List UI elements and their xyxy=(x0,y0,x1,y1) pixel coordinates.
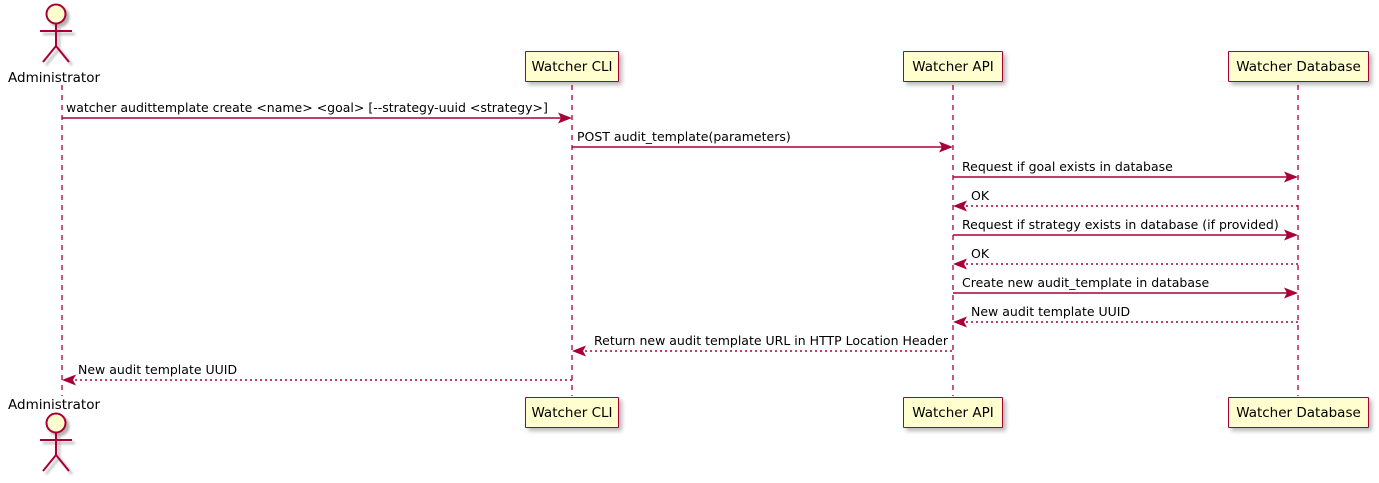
participant-label-watcher-cli-bottom: Watcher CLI xyxy=(531,404,613,421)
message-arrows xyxy=(62,112,1298,386)
participant-box-watcher-cli-top[interactable]: Watcher CLI xyxy=(525,51,619,82)
participant-label-watcher-api-top: Watcher API xyxy=(912,58,994,75)
participant-label-watcher-cli-top: Watcher CLI xyxy=(531,58,613,75)
actor-administrator-top xyxy=(40,3,72,63)
participant-box-watcher-database-top[interactable]: Watcher Database xyxy=(1228,51,1369,82)
message-arrow-9 xyxy=(572,345,952,357)
lifelines xyxy=(61,85,1299,396)
message-label-4: OK xyxy=(971,188,990,203)
actor-label-administrator-bottom: Administrator xyxy=(8,397,101,413)
participant-box-watcher-database-bottom[interactable]: Watcher Database xyxy=(1228,397,1369,428)
message-label-2: POST audit_template(parameters) xyxy=(577,129,791,144)
message-label-9: Return new audit template URL in HTTP Lo… xyxy=(594,333,948,348)
message-arrow-7 xyxy=(953,287,1298,299)
message-arrow-8 xyxy=(953,316,1298,328)
participant-box-watcher-api-top[interactable]: Watcher API xyxy=(903,51,1003,82)
participant-box-watcher-api-bottom[interactable]: Watcher API xyxy=(903,397,1003,428)
message-label-10: New audit template UUID xyxy=(78,362,238,377)
message-arrow-3 xyxy=(953,171,1298,183)
message-arrow-2 xyxy=(572,141,953,153)
message-label-7: Create new audit_template in database xyxy=(962,275,1210,290)
actor-administrator-bottom xyxy=(40,412,72,472)
message-arrow-4 xyxy=(953,200,1298,212)
message-label-8: New audit template UUID xyxy=(971,304,1131,319)
message-label-3: Request if goal exists in database xyxy=(962,159,1173,174)
message-label-1: watcher audittemplate create <name> <goa… xyxy=(66,100,548,115)
participant-label-watcher-database-bottom: Watcher Database xyxy=(1236,404,1361,421)
actor-label-administrator-top: Administrator xyxy=(8,70,101,86)
participant-box-watcher-cli-bottom[interactable]: Watcher CLI xyxy=(525,397,619,428)
message-label-6: OK xyxy=(971,246,990,261)
message-arrow-6 xyxy=(953,258,1298,270)
participant-label-watcher-database-top: Watcher Database xyxy=(1236,58,1361,75)
message-arrow-1 xyxy=(62,112,572,124)
participant-label-watcher-api-bottom: Watcher API xyxy=(912,404,994,421)
message-arrow-5 xyxy=(953,229,1298,241)
message-arrow-10 xyxy=(62,374,572,386)
message-label-5: Request if strategy exists in database (… xyxy=(962,217,1279,232)
